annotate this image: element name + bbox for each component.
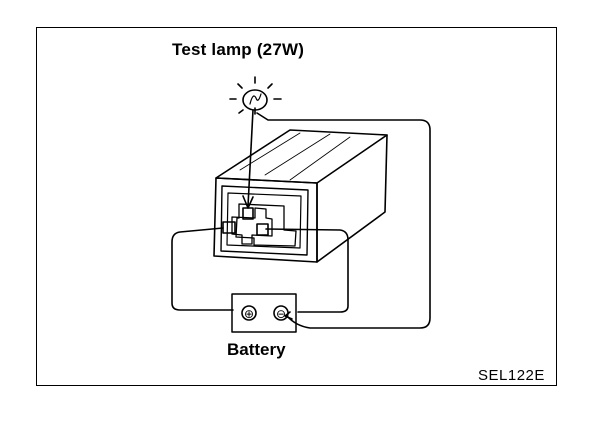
- relay-terminals: [222, 207, 269, 236]
- right-terminal-wire: [265, 228, 349, 313]
- lamp-probe-wire: [242, 109, 254, 209]
- battery-icon: [231, 293, 297, 333]
- battery-negative-symbol: ⊖: [276, 307, 286, 321]
- relay-connector: [220, 185, 309, 256]
- diagram-frame: [36, 27, 557, 386]
- battery-label: Battery: [227, 340, 286, 359]
- left-terminal-to-battery-positive-wire: [171, 227, 234, 311]
- test-lamp-label: Test lamp (27W): [172, 40, 305, 59]
- lamp-to-battery-negative-wire: [256, 112, 431, 329]
- figure-code: SEL122E: [478, 367, 545, 384]
- test-lamp-icon: [229, 76, 282, 115]
- battery-positive-symbol: ⊕: [244, 307, 254, 321]
- terminal-left: [222, 221, 236, 234]
